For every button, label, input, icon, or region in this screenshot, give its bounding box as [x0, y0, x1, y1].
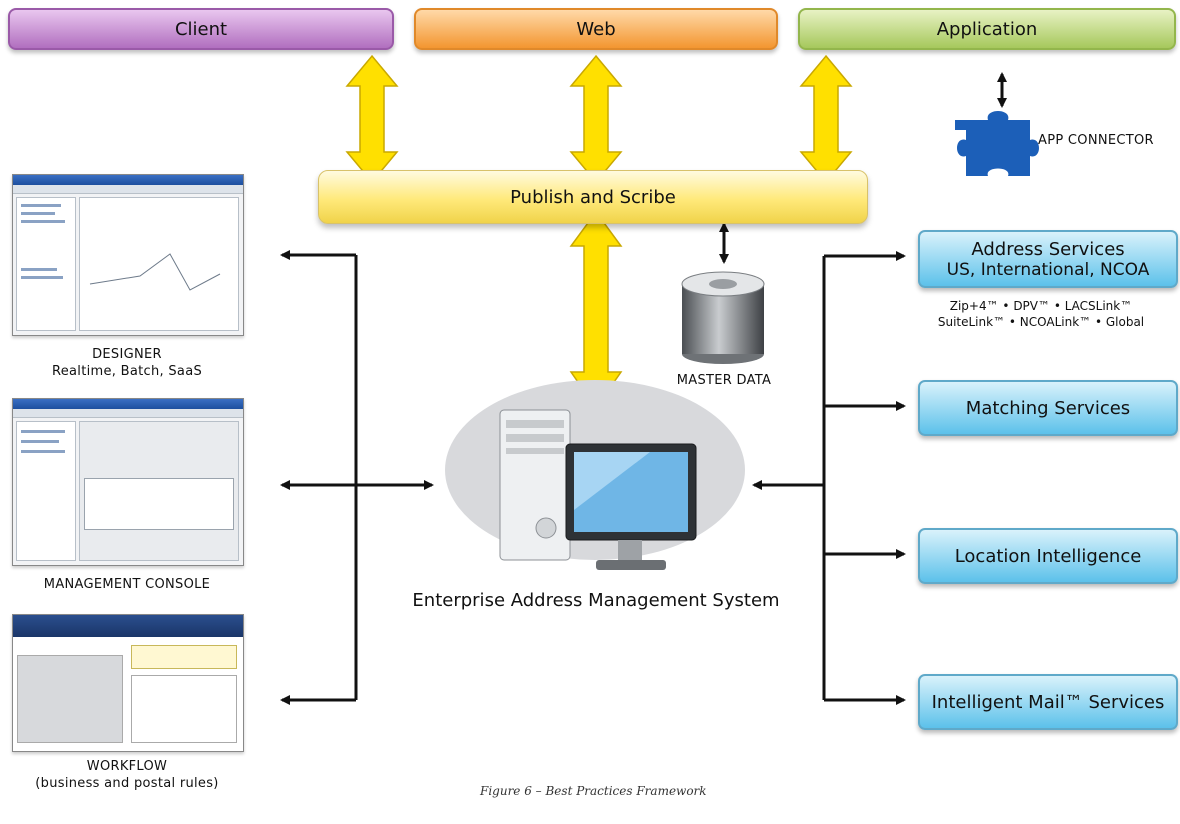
core-label: Enterprise Address Management System	[412, 590, 780, 611]
figure-caption: Figure 6 – Best Practices Framework	[480, 784, 707, 798]
designer-title: DESIGNER	[92, 347, 162, 362]
computer-icon	[499, 409, 697, 570]
yellow-arrow-bus-core	[569, 210, 623, 410]
designer-subtitle: Realtime, Batch, SaaS	[51, 364, 203, 379]
app-connector-label: APP CONNECTOR	[1038, 133, 1154, 148]
database-cylinder-icon	[681, 271, 765, 364]
puzzle-piece-icon	[955, 111, 1039, 176]
address-services-title: Address Services	[971, 238, 1125, 260]
publish-and-scribe-bus: Publish and Scribe	[318, 170, 868, 224]
client-label: Client	[174, 18, 228, 40]
address-services-subtitle: US, International, NCOA	[946, 259, 1150, 280]
management-console-screenshot	[12, 398, 244, 566]
location-intelligence-box: Location Intelligence	[918, 528, 1178, 584]
management-console-title: MANAGEMENT CONSOLE	[43, 577, 211, 592]
yellow-arrow-client-bus	[345, 54, 399, 184]
address-services-note-2: SuiteLink™ • NCOALink™ • Global	[937, 315, 1145, 329]
client-tier: Client	[8, 8, 394, 50]
address-services-box: Address Services US, International, NCOA	[918, 230, 1178, 288]
designer-screenshot	[12, 174, 244, 336]
intelligent-mail-services-title: Intelligent Mail™ Services	[931, 691, 1165, 713]
workflow-subtitle: (business and postal rules)	[35, 776, 219, 791]
application-tier: Application	[798, 8, 1176, 50]
matching-services-title: Matching Services	[965, 397, 1131, 419]
yellow-arrow-web-bus	[569, 54, 623, 184]
location-intelligence-title: Location Intelligence	[954, 545, 1142, 567]
web-label: Web	[576, 18, 616, 40]
web-tier: Web	[414, 8, 778, 50]
workflow-screenshot	[12, 614, 244, 752]
right-services-bracket	[752, 251, 906, 705]
address-services-note-1: Zip+4™ • DPV™ • LACSLink™	[949, 299, 1133, 313]
bus-label: Publish and Scribe	[510, 186, 676, 208]
application-label: Application	[936, 18, 1038, 40]
left-tools-bracket	[280, 250, 434, 705]
workflow-title: WORKFLOW	[86, 759, 168, 774]
master-data-label: MASTER DATA	[676, 373, 772, 388]
yellow-arrow-app-bus	[799, 54, 853, 184]
matching-services-box: Matching Services	[918, 380, 1178, 436]
intelligent-mail-services-box: Intelligent Mail™ Services	[918, 674, 1178, 730]
